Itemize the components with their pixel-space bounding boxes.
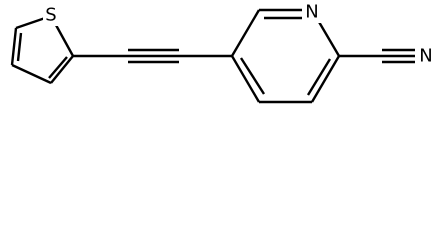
atom-ring-nitrogen-label: N (305, 2, 318, 23)
atom-ring-nitrogen: N (302, 1, 322, 23)
bond-c4-c5 (10, 27, 18, 66)
thiophene-ring (10, 14, 75, 85)
alkyne-linker (73, 48, 232, 64)
pyridine-ring (230, 8, 341, 104)
bond-c3-c4 (11, 63, 52, 85)
double-bond-inner-c2-c3 (306, 58, 332, 96)
bond-c5-c6 (230, 9, 261, 57)
atom-ring-nitrogen-background (302, 1, 322, 23)
atom-sulfur: S (43, 4, 59, 26)
atom-nitrile-nitrogen-background (415, 45, 437, 67)
bond-c2-c3 (310, 55, 341, 103)
atom-sulfur-background (43, 4, 59, 26)
nitrile-group (339, 48, 418, 64)
double-bond-inner-c4-c5 (239, 57, 266, 95)
atom-sulfur-label: S (45, 5, 56, 26)
bond-c2-c3 (50, 55, 74, 84)
atom-nitrile-nitrogen: N (415, 45, 437, 67)
structure-diagram: S N N (10, 1, 437, 104)
atom-nitrile-nitrogen-label: N (419, 46, 432, 67)
double-bond-inner-c4-c5 (16, 32, 23, 62)
bond-c4-c5 (230, 55, 261, 103)
double-bond-inner-c2-c3 (48, 56, 68, 79)
